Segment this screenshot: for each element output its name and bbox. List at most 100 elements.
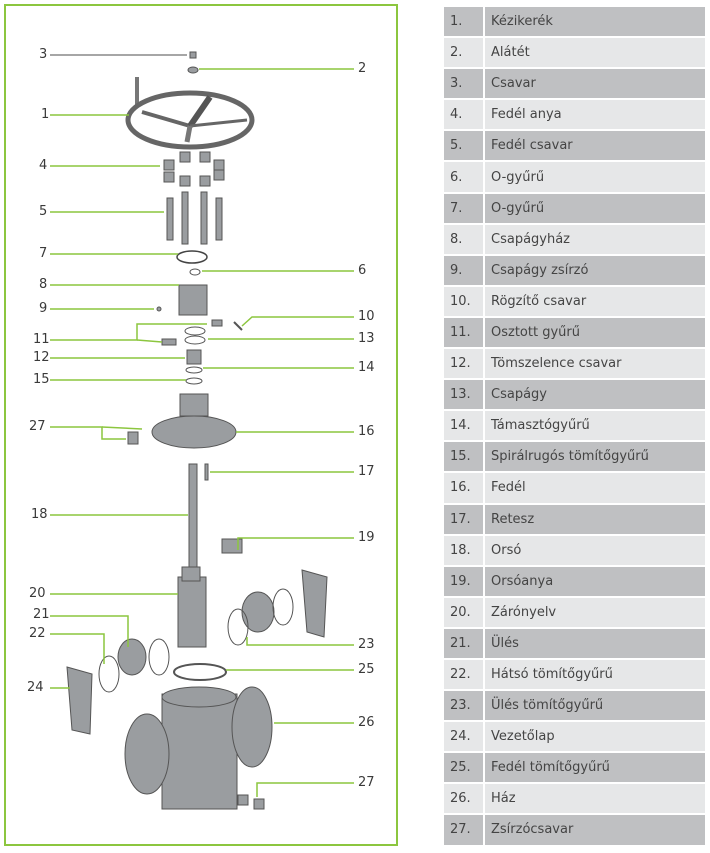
parts-row: 24.Vezetőlap (444, 721, 705, 754)
part-name: Hátsó tömítőgyűrű (484, 658, 705, 692)
callout-27-left: 27 (29, 419, 46, 434)
part-number: 19. (444, 565, 485, 598)
callout-27-right: 27 (358, 775, 375, 790)
part-name: Csapágyház (484, 223, 705, 256)
callout-14: 14 (358, 360, 375, 375)
callout-21: 21 (33, 607, 50, 622)
parts-row: 25.Fedél tömítőgyűrű (444, 752, 705, 785)
parts-row: 27.Zsírzócsavar (444, 814, 705, 847)
part-name: Támasztógyűrű (484, 410, 705, 443)
callout-13: 13 (358, 331, 375, 346)
callout-9: 9 (39, 301, 48, 316)
part-name: Csavar (484, 68, 705, 101)
parts-row: 19.Orsóanya (444, 565, 705, 598)
part-name: Ülés tömítőgyűrű (484, 690, 705, 723)
part-number: 14. (444, 410, 485, 443)
callout-1: 1 (41, 107, 50, 122)
part-number: 16. (444, 472, 485, 505)
part-guide-plate-left (66, 666, 93, 735)
part-name: Spirálrugós tömítőgyűrű (484, 441, 705, 474)
part-name: O-gyűrű (484, 161, 705, 194)
part-number: 17. (444, 503, 485, 536)
parts-row: 8.Csapágyház (444, 223, 705, 256)
parts-row: 1.Kézikerék (444, 7, 705, 39)
parts-row: 10.Rögzítő csavar (444, 285, 705, 318)
callout-17: 17 (358, 464, 375, 479)
part-number: 27. (444, 814, 485, 847)
callout-5: 5 (39, 204, 48, 219)
part-name: Fedél (484, 472, 705, 505)
leader-lines (50, 54, 354, 797)
parts-row: 11.Osztott gyűrű (444, 316, 705, 350)
part-number: 20. (444, 596, 485, 629)
parts-row: 5.Fedél csavar (444, 130, 705, 163)
part-guide-plate-right (301, 569, 328, 638)
callout-7: 7 (39, 246, 48, 261)
part-name: Fedél csavar (484, 130, 705, 163)
part-stem (188, 463, 198, 571)
parts-row: 2.Alátét (444, 37, 705, 70)
parts-row: 18.Orsó (444, 534, 705, 567)
part-number: 4. (444, 99, 485, 132)
part-name: Vezetőlap (484, 721, 705, 754)
part-name: Fedél tömítőgyűrű (484, 752, 705, 785)
callout-15: 15 (33, 372, 50, 387)
part-number: 2. (444, 37, 485, 70)
callout-6: 6 (358, 263, 367, 278)
part-number: 8. (444, 223, 485, 256)
callout-3: 3 (39, 47, 48, 62)
callout-26: 26 (358, 715, 375, 730)
callout-16: 16 (358, 424, 375, 439)
part-number: 1. (444, 7, 485, 39)
part-handwheel (125, 90, 255, 150)
part-number: 6. (444, 161, 485, 194)
part-name: Ház (484, 783, 705, 816)
part-number: 12. (444, 348, 485, 381)
part-number: 10. (444, 285, 485, 318)
parts-row: 23.Ülés tömítőgyűrű (444, 690, 705, 723)
parts-row: 17.Retesz (444, 503, 705, 536)
callout-25: 25 (358, 662, 375, 677)
parts-row: 3.Csavar (444, 68, 705, 101)
parts-row: 20.Zárónyelv (444, 596, 705, 629)
part-number: 25. (444, 752, 485, 785)
part-name: Zsírzócsavar (484, 814, 705, 847)
part-name: Orsó (484, 534, 705, 567)
callout-22: 22 (29, 626, 46, 641)
part-number: 7. (444, 192, 485, 225)
part-number: 26. (444, 783, 485, 816)
exploded-valve-diagram: 3 1 4 5 7 8 9 11 12 15 27 18 20 21 22 24… (4, 4, 398, 846)
callout-11: 11 (33, 332, 50, 347)
parts-row: 22.Hátsó tömítőgyűrű (444, 658, 705, 692)
part-bonnet (151, 415, 237, 449)
part-number: 22. (444, 658, 485, 692)
parts-row: 14.Támasztógyűrű (444, 410, 705, 443)
parts-row: 21.Ülés (444, 627, 705, 660)
part-number: 5. (444, 130, 485, 163)
part-name: Fedél anya (484, 99, 705, 132)
callout-23: 23 (358, 637, 375, 652)
part-body (161, 693, 238, 810)
part-number: 15. (444, 441, 485, 474)
part-number: 11. (444, 316, 485, 350)
parts-row: 9.Csapágy zsírzó (444, 254, 705, 287)
parts-row: 26.Ház (444, 783, 705, 816)
part-bearing-housing (178, 284, 208, 316)
part-number: 23. (444, 690, 485, 723)
callout-4: 4 (39, 158, 48, 173)
parts-row: 13.Csapágy (444, 379, 705, 412)
part-number: 13. (444, 379, 485, 412)
parts-row: 16.Fedél (444, 472, 705, 505)
parts-row: 7.O-gyűrű (444, 192, 705, 225)
part-name: Csapágy (484, 379, 705, 412)
part-bonnet-neck (179, 393, 209, 417)
callout-24: 24 (27, 680, 44, 695)
part-name: O-gyűrű (484, 192, 705, 225)
part-screw (189, 51, 197, 59)
part-nuts (163, 151, 225, 187)
part-name: Tömszelence csavar (484, 348, 705, 381)
part-name: Rögzítő csavar (484, 285, 705, 318)
part-washer (187, 66, 199, 74)
part-number: 3. (444, 68, 485, 101)
